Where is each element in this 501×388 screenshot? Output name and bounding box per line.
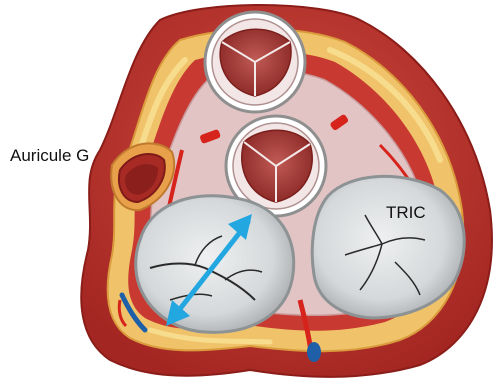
tric-label: TRIC [386, 203, 426, 223]
pulmonary-valve [205, 12, 305, 112]
auricule-g-label: Auricule G [10, 146, 89, 166]
tricuspid-valve [312, 176, 464, 318]
